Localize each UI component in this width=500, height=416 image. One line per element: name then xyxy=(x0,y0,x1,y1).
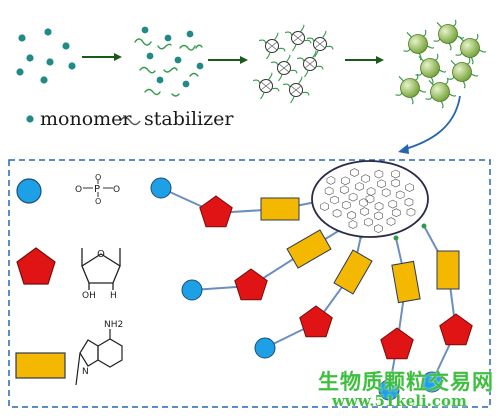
stage-2-monomers-stabilizers xyxy=(134,26,204,97)
sugar xyxy=(380,327,414,360)
phosphate-key-circle xyxy=(16,178,42,204)
adenine-structure xyxy=(75,329,123,386)
stabilizer-label: stabilizer xyxy=(144,108,234,130)
phosphate-p-label: P xyxy=(94,184,100,195)
watermark-line-1: 生物质颗粒交易网 xyxy=(318,370,494,394)
phosphate xyxy=(150,177,172,199)
monomer-legend-dot xyxy=(26,115,34,123)
phosphate-o-bottom: O xyxy=(95,197,101,206)
base xyxy=(391,260,421,304)
sugar-key-pentagon xyxy=(16,247,56,285)
ribose-structure xyxy=(81,248,121,290)
monomer-label: monomer xyxy=(40,108,132,130)
particle xyxy=(408,34,428,54)
particle xyxy=(430,82,450,102)
base xyxy=(436,250,460,290)
sugar xyxy=(439,313,473,346)
base-key-rect xyxy=(15,352,66,379)
phosphate-o-right: O xyxy=(113,185,120,195)
arrow-3 xyxy=(345,56,384,64)
zoom-arrow xyxy=(398,95,461,154)
arrow-2 xyxy=(208,56,248,64)
phosphate-o-left: O xyxy=(75,185,82,195)
particle xyxy=(438,24,458,44)
adenine-nh2-label: NH2 xyxy=(104,320,123,330)
ribose-o-label: O xyxy=(97,249,105,260)
particle xyxy=(420,58,440,78)
base xyxy=(333,249,373,295)
watermark-line-2: www.51keli.com xyxy=(332,392,467,410)
sugar xyxy=(234,268,268,301)
particle xyxy=(460,38,480,58)
stage-1-monomers xyxy=(16,28,76,84)
nucleotide-chains xyxy=(150,177,473,401)
ribose-oh-label: OH xyxy=(82,291,96,301)
phosphate xyxy=(254,337,276,359)
ribose-h-label: H xyxy=(110,291,117,301)
sugar xyxy=(299,305,333,338)
base xyxy=(260,197,300,221)
core-particle xyxy=(311,160,429,238)
phosphate-o-top: O xyxy=(95,173,101,182)
stabilizer-legend-symbol xyxy=(119,116,141,126)
phosphate xyxy=(378,379,400,401)
sugar xyxy=(199,195,233,228)
phosphate xyxy=(181,279,203,301)
adenine-n-label: N xyxy=(82,367,89,377)
particle xyxy=(452,62,472,82)
base xyxy=(286,229,332,269)
arrow-1 xyxy=(82,53,122,61)
stage-3-nuclei xyxy=(252,24,334,104)
phosphate xyxy=(421,371,443,393)
stage-4-particles xyxy=(395,19,487,109)
particle xyxy=(400,78,420,98)
phosphate-structure xyxy=(83,180,113,197)
detail-frame xyxy=(8,159,491,408)
